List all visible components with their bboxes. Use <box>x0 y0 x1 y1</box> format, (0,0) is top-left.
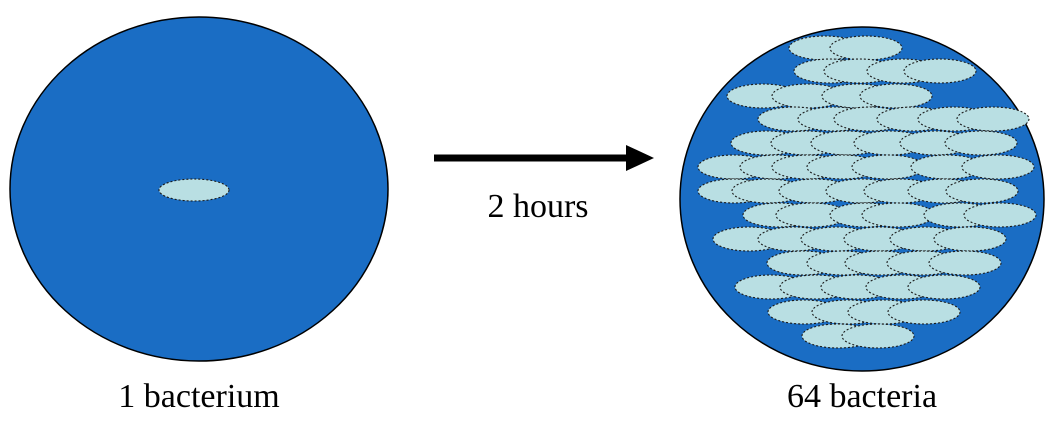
caption-many-bacteria: 64 bacteria <box>786 378 938 415</box>
bacterium <box>956 106 1030 132</box>
bacterium <box>861 202 935 228</box>
arrow-head <box>626 145 654 171</box>
bacterium <box>961 154 1035 180</box>
bacterium <box>963 202 1037 228</box>
bacterium <box>928 250 1002 276</box>
bacterium <box>907 274 981 300</box>
bacterium <box>903 58 977 84</box>
bacteria-colony <box>697 35 1037 349</box>
bacterium <box>887 299 961 325</box>
bacterium <box>945 178 1019 204</box>
time-elapsed-label: 2 hours <box>487 188 589 225</box>
caption-one-bacterium: 1 bacterium <box>118 378 280 415</box>
bacterium <box>841 323 915 349</box>
bacterium <box>933 226 1007 252</box>
growth-arrow <box>434 145 654 171</box>
single-bacterium <box>158 178 230 202</box>
petri-dish-after <box>679 26 1045 372</box>
bacterium <box>944 130 1018 156</box>
petri-dish-before <box>9 16 389 362</box>
bacterium <box>829 35 903 61</box>
bacterium <box>859 83 933 109</box>
